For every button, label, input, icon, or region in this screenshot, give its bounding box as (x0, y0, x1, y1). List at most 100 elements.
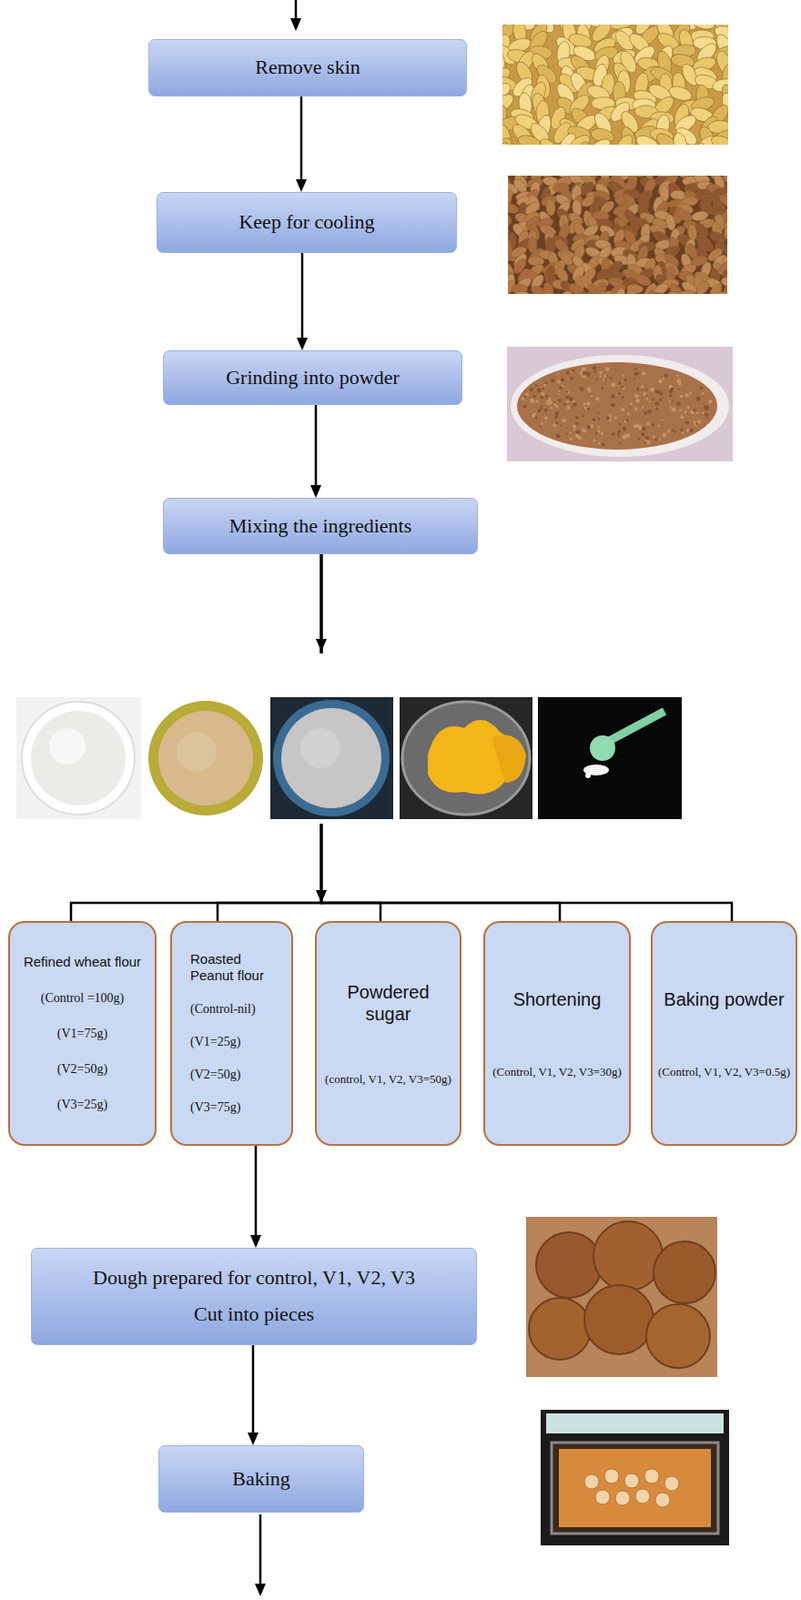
powder-grain (575, 422, 579, 426)
powder-grain (658, 379, 662, 384)
flow-connector (296, 253, 308, 351)
powder-grain (595, 396, 599, 401)
powder-grain (694, 423, 699, 427)
outgoing-arrow (254, 1514, 266, 1597)
box-label: Baking (232, 1467, 291, 1491)
box-label: Refined wheat flour (23, 953, 142, 971)
powder-grain (669, 394, 672, 397)
powder-grain (655, 406, 660, 411)
powder-grain (580, 375, 583, 377)
baking-powder-photo (537, 697, 682, 820)
powder-grain (679, 415, 684, 419)
powder-grain (540, 422, 544, 426)
powder-grain (649, 387, 655, 393)
powder-grain (576, 430, 580, 435)
connector-line (301, 253, 305, 340)
powder-grain (622, 426, 627, 431)
box-label: Baking powder (663, 988, 784, 1011)
powder-grain (598, 417, 601, 421)
powder-grain (634, 394, 639, 399)
process-box: Keep for cooling (156, 192, 457, 254)
powder-grain (575, 415, 579, 420)
peanut-kernel (709, 132, 729, 145)
powder-grain (671, 399, 674, 402)
powder-grain (554, 415, 558, 419)
box-label: Powdered sugar (322, 981, 455, 1025)
process-box: Grinding into powder (162, 350, 463, 406)
powder-grain (565, 370, 569, 375)
box-label: (control, V1, V2, V3=50g) (324, 1072, 452, 1087)
powder-grain (568, 431, 572, 435)
powder-grain (600, 387, 604, 391)
box-label: (Control-nil) (190, 1002, 256, 1018)
powder-grain (654, 437, 658, 441)
powder-grain (553, 403, 557, 406)
powder-grain (546, 396, 549, 400)
powder-grain (633, 377, 636, 380)
box-label: Dough prepared for control, V1, V2, V3 (92, 1266, 416, 1290)
peanut-kernel (542, 289, 562, 295)
powder-grain (646, 421, 650, 426)
powder-grain (652, 435, 656, 439)
peanut-kernel (717, 142, 729, 145)
powder-grain (658, 379, 662, 384)
box-label: (Control =100g) (40, 991, 125, 1007)
flour-photo (16, 697, 142, 820)
powder-grain (581, 415, 584, 417)
powder-grain (596, 377, 599, 380)
powder-grain (557, 390, 560, 393)
powder-grain (556, 434, 561, 439)
powder-grain (651, 398, 655, 402)
peanut-kernel (507, 288, 513, 295)
powder-grain (566, 400, 569, 404)
powder-grain (645, 395, 648, 397)
arrowhead (247, 1432, 259, 1446)
peanut-kernel (689, 141, 709, 145)
powder-grain (634, 372, 639, 376)
powder-grain (636, 387, 640, 392)
powder-grain (628, 405, 631, 408)
peanut-kernel (513, 291, 530, 295)
powder-grain (681, 431, 685, 435)
box-label: Shortening (513, 988, 602, 1011)
powder-grain (610, 403, 616, 408)
peanut-kernel (679, 289, 697, 295)
box-label: Mixing the ingredients (229, 514, 412, 538)
powder-grain (671, 429, 674, 432)
powder-grain (582, 429, 587, 434)
powder-grain (676, 375, 679, 377)
powder-grain (603, 375, 608, 379)
powder-grain (696, 395, 701, 401)
peanut-kernel (611, 142, 639, 145)
powder-grain (708, 399, 713, 405)
peanut-kernel (650, 290, 670, 295)
peanut-kernel (537, 135, 563, 145)
powder-grain (626, 433, 631, 438)
powder-grain (555, 411, 559, 416)
powder-grain (562, 418, 567, 423)
powder-grain (621, 375, 625, 378)
peanut-kernel (671, 131, 690, 145)
peanut-kernel (574, 140, 593, 145)
powder-grain (535, 384, 538, 387)
powder-grain (679, 428, 684, 433)
powder-grain (699, 386, 703, 390)
ingredient-box: Refined wheat flour(Control =100g)(V1=75… (8, 921, 157, 1146)
flow-connector (310, 405, 322, 498)
peanut-kernel (725, 290, 728, 295)
powder-grain (534, 416, 538, 420)
powder-grain (645, 435, 650, 441)
powder-grain (523, 405, 528, 409)
powder-grain (618, 442, 621, 445)
powder-grain (532, 395, 536, 398)
powder-grain (669, 405, 672, 408)
peanut-kernel (612, 131, 637, 145)
powder-grain (686, 428, 690, 432)
powder-grain (550, 378, 556, 384)
ingredient-box: Powdered sugar (control, V1, V2, V3=50g) (314, 921, 462, 1146)
powder-grain (668, 400, 671, 404)
powder-grain (702, 412, 705, 415)
powder-grain (592, 438, 596, 442)
powder-grain (563, 403, 567, 406)
connector-line (314, 405, 318, 487)
